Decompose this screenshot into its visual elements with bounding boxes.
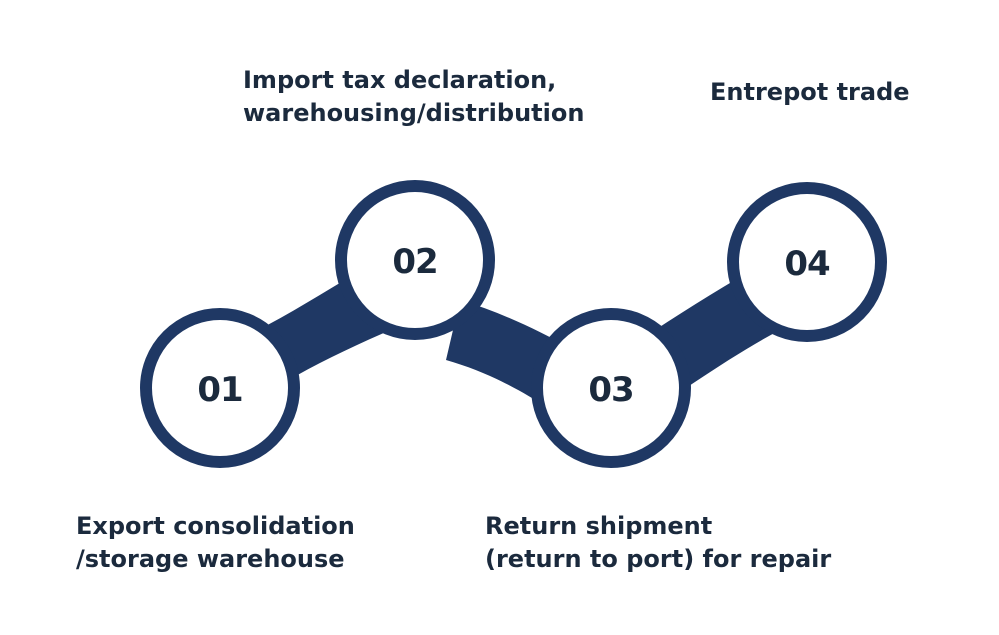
step-03-ring	[531, 308, 691, 468]
step-02-number: 02	[392, 242, 437, 282]
step-03-caption: Return shipment (return to port) for rep…	[485, 510, 831, 576]
step-02-caption-line-2: warehousing/distribution	[243, 99, 585, 127]
step-04-caption-line-1: Entrepot trade	[710, 78, 910, 106]
step-03-caption-line-1: Return shipment	[485, 512, 713, 540]
step-01-caption-line-1: Export consolidation	[76, 512, 355, 540]
step-02: 02	[335, 180, 495, 340]
step-04: 04	[727, 182, 887, 342]
step-02-caption-line-1: Import tax declaration,	[243, 66, 557, 94]
step-04-caption: Entrepot trade	[710, 76, 910, 109]
step-03-caption-line-2: (return to port) for repair	[485, 545, 832, 573]
step-01-number: 01	[197, 370, 242, 410]
step-03: 03	[531, 308, 691, 468]
step-02-caption: Import tax declaration, warehousing/dist…	[243, 64, 584, 130]
step-02-ring	[335, 180, 495, 340]
step-01-caption: Export consolidation /storage warehouse	[76, 510, 355, 576]
step-03-number: 03	[588, 370, 633, 410]
step-01-ring	[140, 308, 300, 468]
step-01-caption-line-2: /storage warehouse	[76, 545, 345, 573]
step-04-number: 04	[784, 244, 830, 284]
step-04-ring	[727, 182, 887, 342]
step-01: 01	[140, 308, 300, 468]
